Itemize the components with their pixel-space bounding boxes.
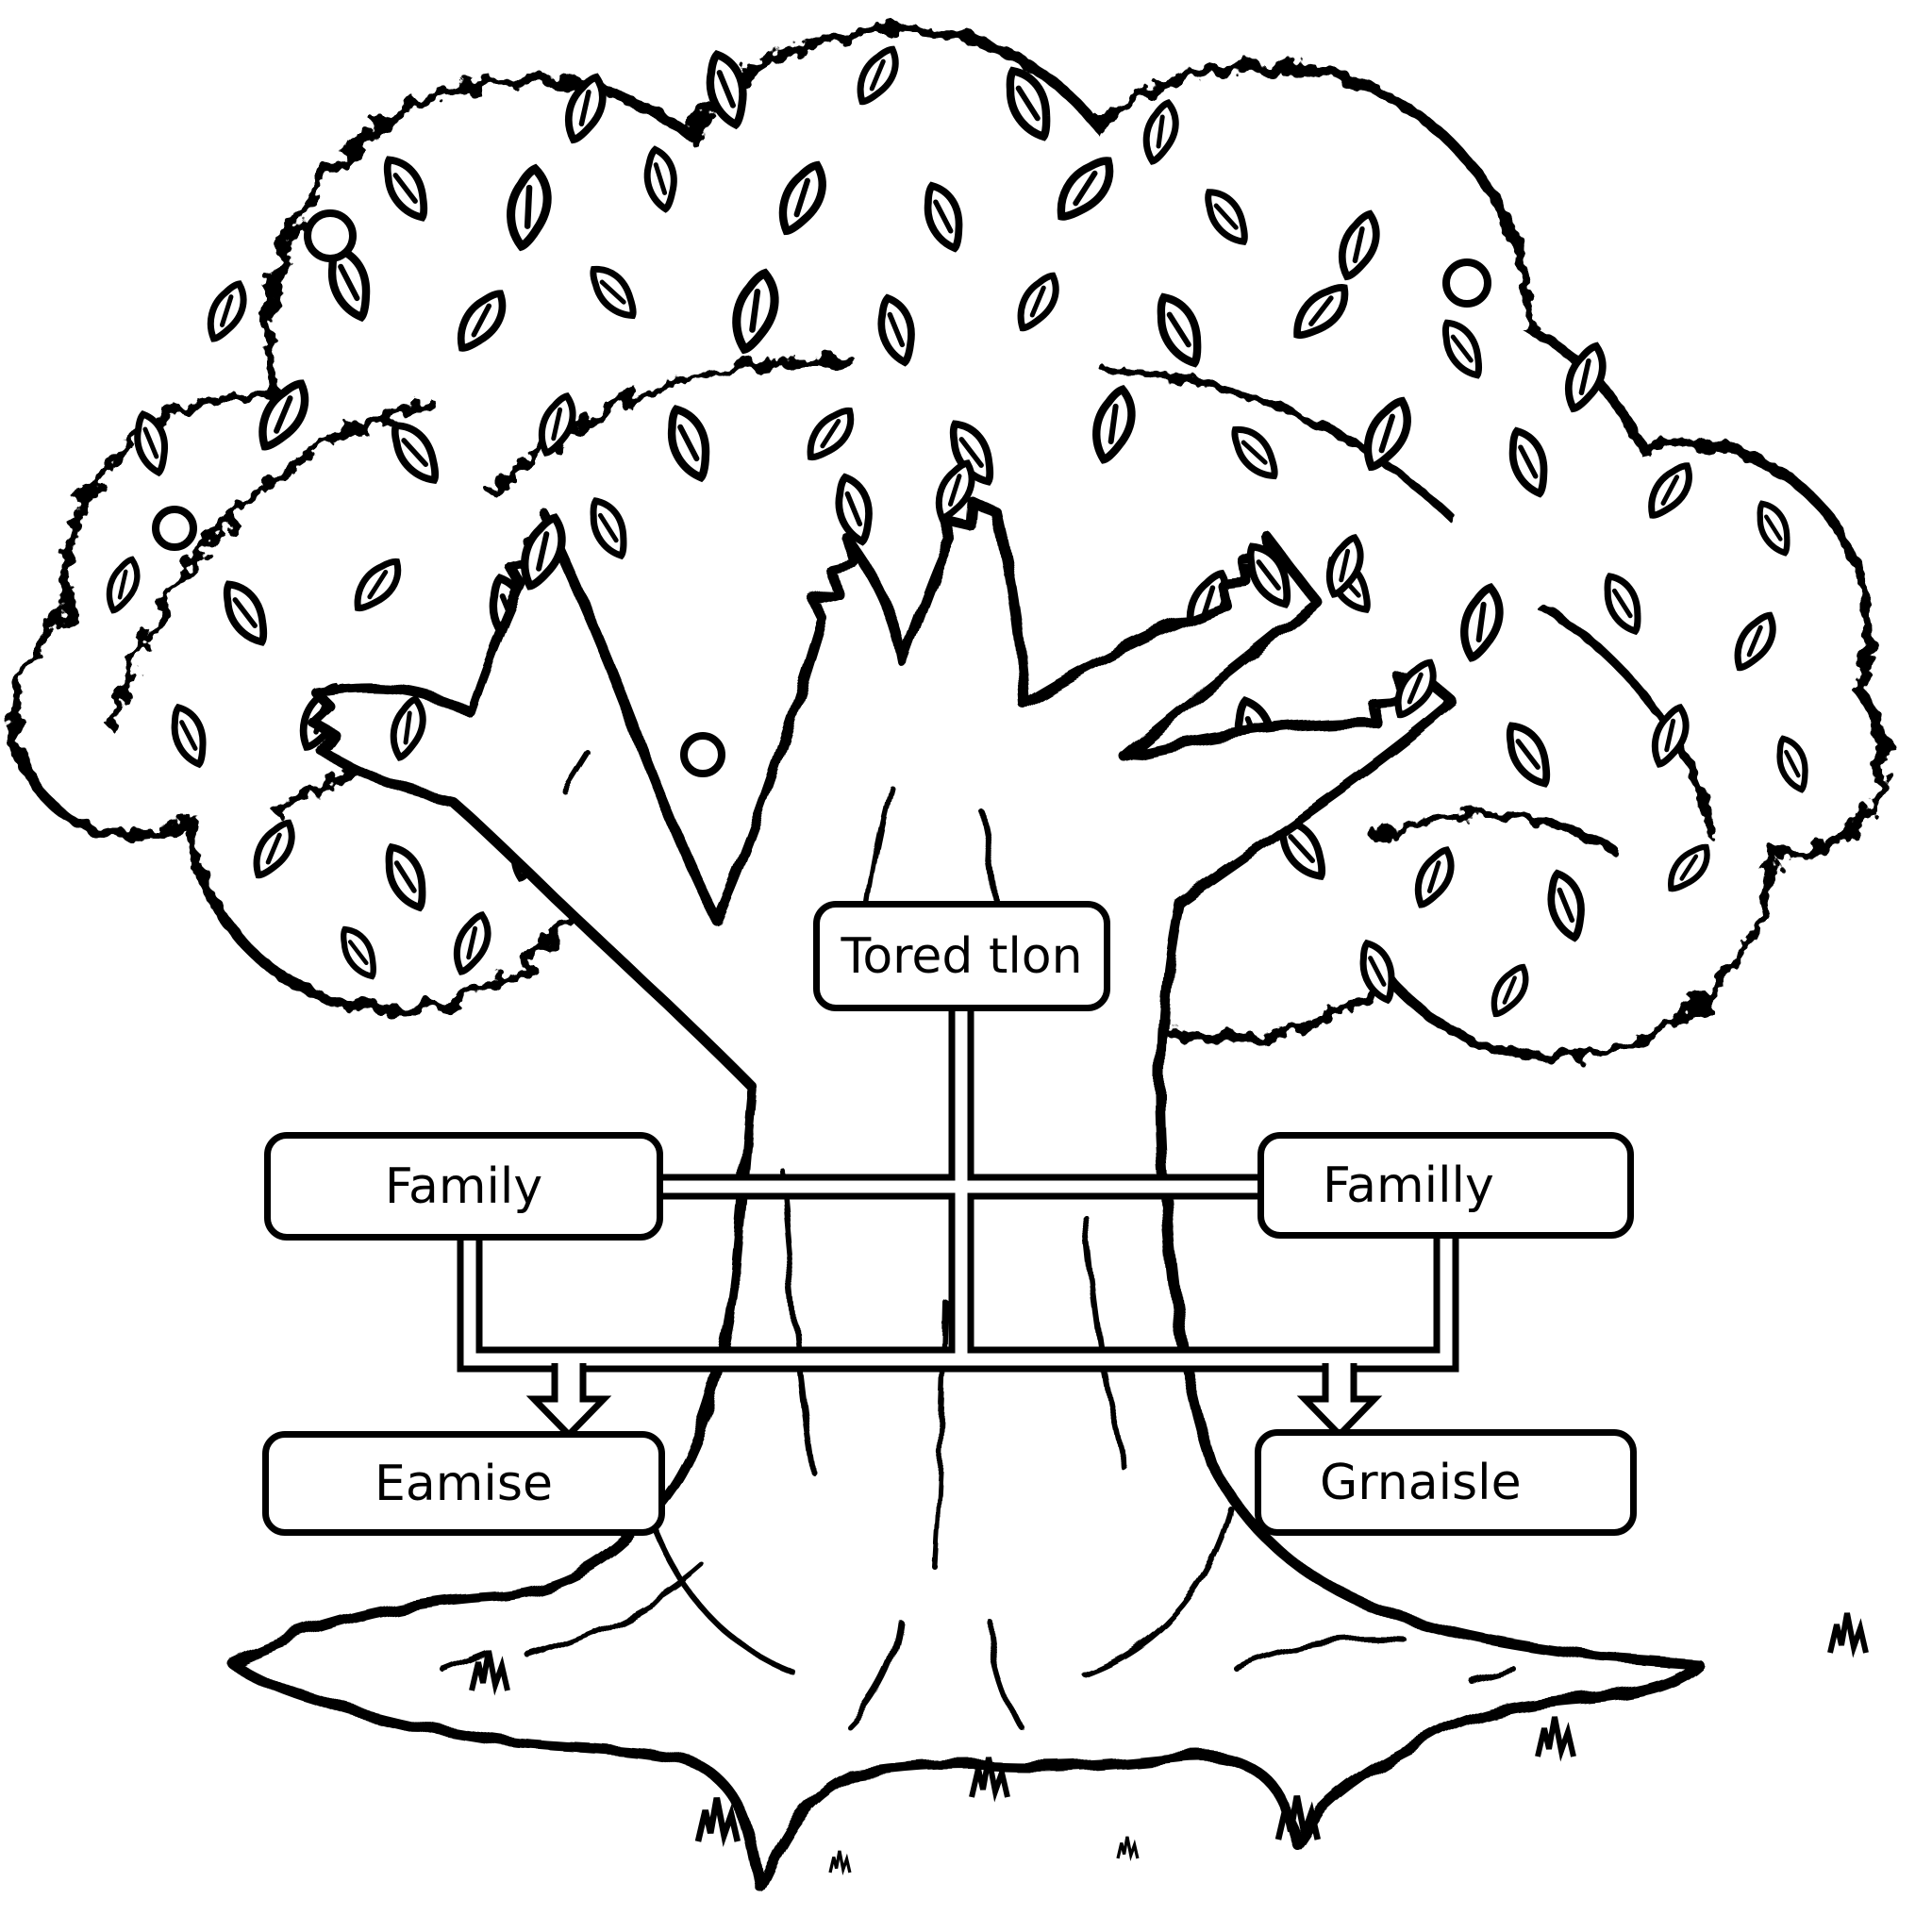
- top-label-text: Tored tlon: [841, 927, 1083, 985]
- middle-right-label-text: Familly: [1323, 1157, 1494, 1214]
- middle-left-label-text: Family: [384, 1158, 543, 1215]
- berry-dot: [680, 732, 725, 777]
- connector-lines: [457, 1006, 1459, 1373]
- berry-dot: [152, 506, 197, 551]
- middle-right-label-box: Familly: [1257, 1132, 1634, 1239]
- bottom-right-label-text: Grnaisle: [1320, 1454, 1522, 1511]
- bottom-left-label-text: Eamise: [375, 1455, 553, 1512]
- canopy-leaves: [103, 43, 1813, 1021]
- down-arrow-left: [525, 1363, 612, 1441]
- down-arrow-right: [1296, 1363, 1383, 1441]
- bottom-left-label-box: Eamise: [262, 1431, 665, 1536]
- middle-left-label-box: Family: [264, 1132, 663, 1241]
- berry-dot: [1442, 258, 1491, 308]
- bottom-right-label-box: Grnaisle: [1255, 1429, 1637, 1536]
- berry-dot: [304, 209, 357, 262]
- top-label-box: Tored tlon: [813, 901, 1110, 1011]
